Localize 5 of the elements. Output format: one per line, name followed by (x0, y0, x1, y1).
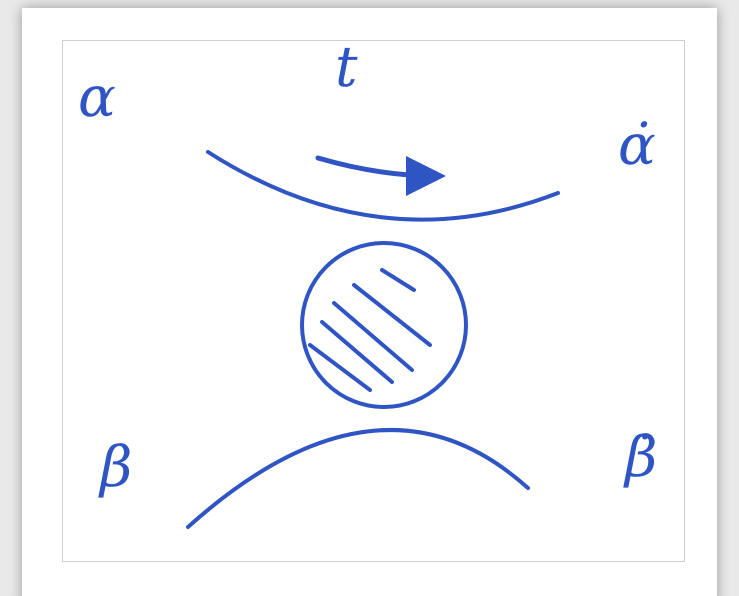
math-symbol: t (335, 40, 358, 96)
math-symbol: α̇ (618, 118, 656, 174)
math-symbol: β (100, 440, 132, 496)
math-symbol: α (78, 70, 116, 126)
math-symbol: β̇ (625, 430, 658, 486)
